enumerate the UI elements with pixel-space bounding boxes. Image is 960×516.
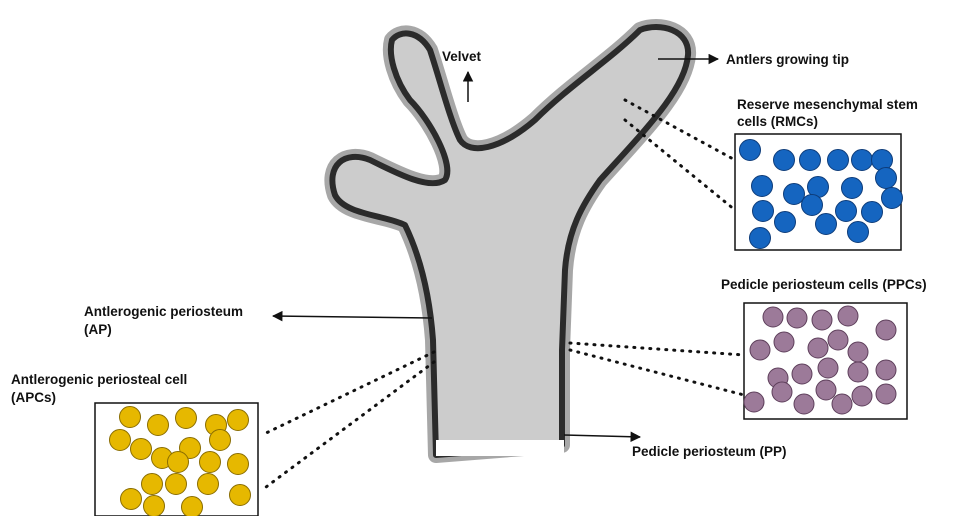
apc-cell (198, 474, 219, 495)
connector-apc-top (262, 352, 434, 435)
rmc-cell (862, 202, 883, 223)
apc-cell (182, 497, 203, 516)
rmc-cell (828, 150, 849, 171)
label-ap-line1: Antlerogenic periosteum (84, 304, 243, 319)
apc-cell (144, 496, 165, 516)
ppc-cell (828, 330, 848, 350)
rmc-cell (750, 228, 771, 249)
apc-cell (142, 474, 163, 495)
rmc-cell (753, 201, 774, 222)
ppc-cell (816, 380, 836, 400)
apc-cell (166, 474, 187, 495)
ppc-cell (876, 360, 896, 380)
rmc-cell (740, 140, 761, 161)
apc-cell (148, 415, 169, 436)
label-rmc-line2: cells (RMCs) (737, 114, 818, 129)
ppc-cell (787, 308, 807, 328)
ppc-cell (772, 382, 792, 402)
ppc-cell (852, 386, 872, 406)
label-ap-line2: (AP) (84, 322, 112, 337)
rmc-cell (876, 168, 897, 189)
rmc-cell (775, 212, 796, 233)
apc-cell (131, 439, 152, 460)
antler-illustration (332, 27, 688, 456)
ppc-cell (818, 358, 838, 378)
rmc-cell (816, 214, 837, 235)
rmc-cell (842, 178, 863, 199)
ppc-cell (792, 364, 812, 384)
ppc-cell (808, 338, 828, 358)
ap-arrow (273, 316, 432, 318)
label-apc-line1: Antlerogenic periosteal cell (11, 372, 187, 387)
rmc-cell (774, 150, 795, 171)
apc-cell (110, 430, 131, 451)
ppc-cell (848, 362, 868, 382)
ppc-cell (812, 310, 832, 330)
rmc-cell (752, 176, 773, 197)
label-growing-tip: Antlers growing tip (726, 52, 849, 67)
label-ppc: Pedicle periosteum cells (PPCs) (721, 277, 927, 292)
pp-arrow (564, 435, 640, 437)
pedicle-base (436, 440, 564, 456)
ppc-cell (832, 394, 852, 414)
label-pp: Pedicle periosteum (PP) (632, 444, 787, 459)
rmc-cell (800, 150, 821, 171)
apc-cell (176, 408, 197, 429)
antler-body (332, 27, 688, 455)
ppc-cell (794, 394, 814, 414)
rmc-cell (872, 150, 893, 171)
apc-cell (228, 410, 249, 431)
apc-cell (210, 430, 231, 451)
apc-cell (121, 489, 142, 510)
rmc-cell (848, 222, 869, 243)
rmc-cell (852, 150, 873, 171)
apc-cell (228, 454, 249, 475)
rmc-cell (802, 195, 823, 216)
ppc-cell (744, 392, 764, 412)
label-apc-line2: (APCs) (11, 390, 56, 405)
ppc-cell (876, 320, 896, 340)
apc-cell (120, 407, 141, 428)
ppc-cell (876, 384, 896, 404)
apc-cell (230, 485, 251, 506)
connector-apc-bottom (262, 362, 434, 490)
ppc-cell (750, 340, 770, 360)
label-velvet: Velvet (442, 49, 482, 64)
apc-cell (200, 452, 221, 473)
rmc-cell (836, 201, 857, 222)
label-rmc-line1: Reserve mesenchymal stem (737, 97, 918, 112)
rmc-cell (882, 188, 903, 209)
ppc-cell (774, 332, 794, 352)
connector-ppc-top (570, 343, 744, 355)
apc-cell (168, 452, 189, 473)
ppc-cell (763, 307, 783, 327)
ppc-cell (848, 342, 868, 362)
connector-ppc-bottom (570, 350, 744, 395)
rmc-cell (784, 184, 805, 205)
ppc-cell (838, 306, 858, 326)
